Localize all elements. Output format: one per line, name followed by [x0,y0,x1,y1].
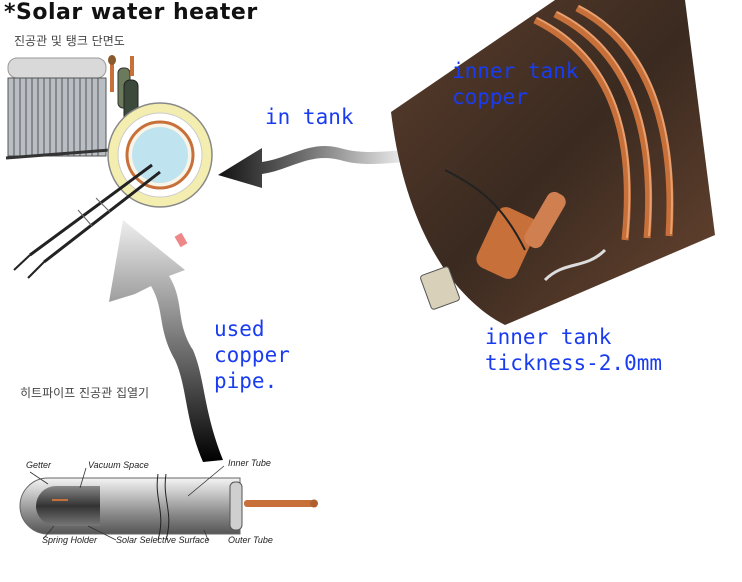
label-line: used [214,317,265,341]
label-line: pipe. [214,369,278,393]
part-inner-tube: Inner Tube [228,458,271,468]
label-in-tank: in tank [265,105,354,129]
inner-tank-copper-photo [391,0,715,325]
label-line: inner tank [452,59,579,83]
part-vacuum-space: Vacuum Space [88,460,149,470]
part-spring-holder: Spring Holder [42,535,98,545]
vacuum-tube-diagram [19,465,318,541]
heat-pipe-caption: 히트파이프 진공관 집열기 [20,386,150,400]
label-line: copper [452,85,528,109]
label-used-copper-pipe: used copper pipe. [214,316,290,394]
label-inner-tank-copper: inner tank copper [452,58,578,110]
part-outer-tube: Outer Tube [228,535,273,545]
label-inner-tank-thickness: inner tank tickness-2.0mm [485,324,662,376]
solar-heater-illustration [5,55,213,279]
label-line: inner tank [485,325,612,349]
label-line: tickness-2.0mm [485,351,663,375]
used-copper-pipe-arrow [109,220,223,462]
part-getter: Getter [26,460,52,470]
in-tank-arrow [218,145,405,188]
page-title: *Solar water heater [4,0,258,25]
part-solar-selective-surface: Solar Selective Surface [116,535,210,545]
label-line: copper [214,343,290,367]
tank-cross-section-caption: 진공관 및 탱크 단면도 [14,34,125,48]
